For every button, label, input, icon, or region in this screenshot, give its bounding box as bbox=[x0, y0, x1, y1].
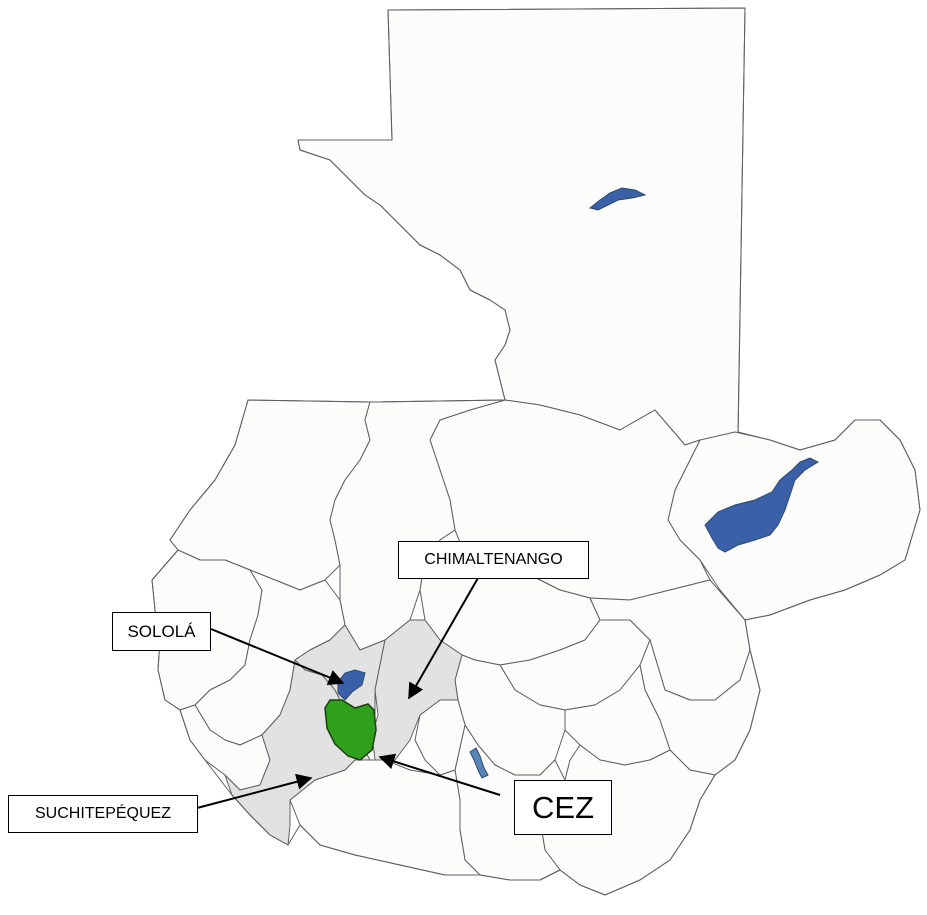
arrow-solola bbox=[210, 628, 345, 685]
department-peten bbox=[297, 7, 746, 446]
label-cez: CEZ bbox=[514, 780, 612, 835]
arrow-cez bbox=[378, 753, 501, 796]
lake-izabal bbox=[704, 457, 820, 553]
label-solola: SOLOLÁ bbox=[112, 612, 211, 651]
country-outline bbox=[151, 7, 921, 896]
cez-area bbox=[324, 699, 377, 761]
lake-peten-itza bbox=[588, 187, 647, 211]
lake-amatitlan bbox=[469, 747, 489, 779]
label-suchitepequez: SUCHITEPÉQUEZ bbox=[8, 795, 198, 833]
arrow-suchitepequez bbox=[196, 773, 313, 809]
lake-atitlan bbox=[337, 669, 366, 701]
arrow-chimaltenango bbox=[408, 577, 479, 700]
label-chimaltenango: CHIMALTENANGO bbox=[398, 541, 589, 579]
